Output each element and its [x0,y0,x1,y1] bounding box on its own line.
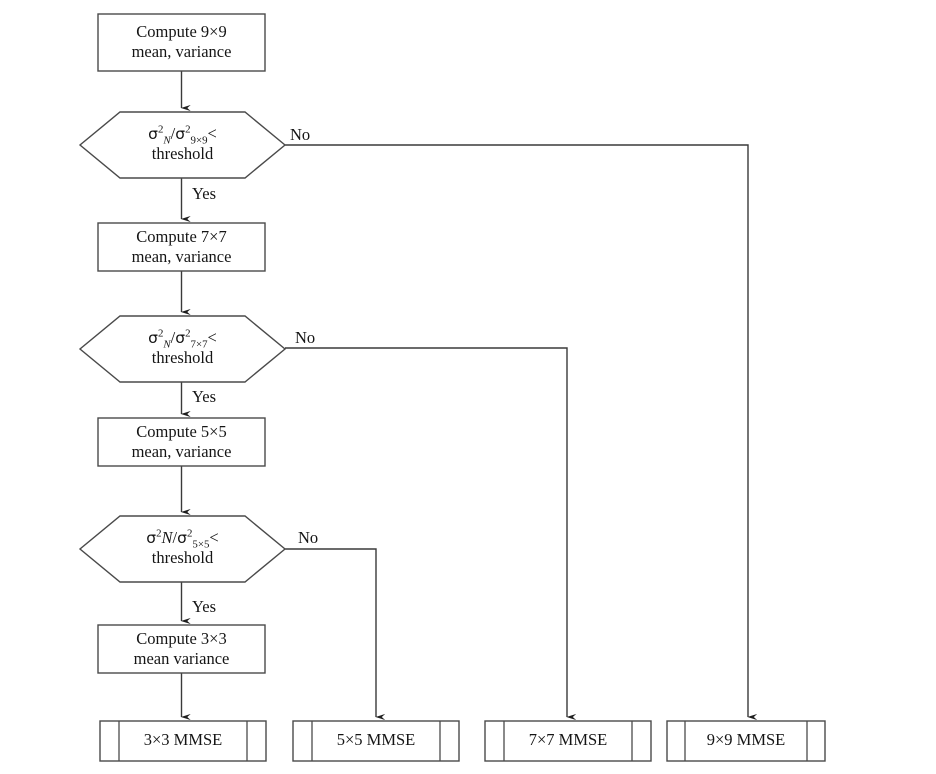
process-node-compute-3x3[interactable] [97,624,266,674]
connector-no-decision7-to-mmse7x7 [285,347,577,720]
terminal-node-mmse-3x3[interactable] [99,720,267,762]
terminal-node-mmse-5x5[interactable] [292,720,460,762]
process-node-compute-9x9[interactable] [97,13,266,72]
terminal-node-mmse-7x7[interactable] [484,720,652,762]
decision-node-7x7[interactable] [78,315,287,383]
connector-no-decision5-to-mmse5x5 [285,548,386,720]
connector-group [180,71,758,720]
connector-no-decision9-to-mmse9x9 [285,144,758,720]
decision-node-5x5[interactable] [78,515,287,583]
process-node-compute-5x5[interactable] [97,417,266,467]
decision-node-9x9[interactable] [78,111,287,179]
process-node-compute-7x7[interactable] [97,222,266,272]
terminal-node-mmse-9x9[interactable] [666,720,826,762]
